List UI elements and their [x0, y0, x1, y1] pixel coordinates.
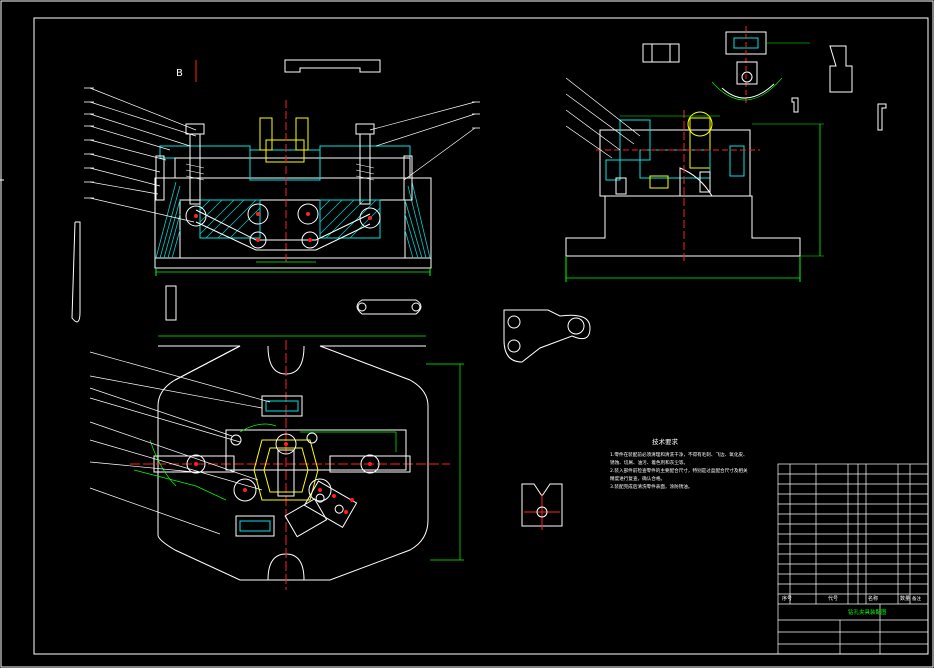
front-view: B	[71, 59, 480, 323]
top-view	[89, 335, 464, 590]
drawing-title: 钻孔夹具装配图	[848, 608, 887, 616]
tech-req-line-2: 锈蚀、切屑、油污、着色剂和灰尘等。	[610, 459, 688, 466]
col-label-2: 名称	[868, 595, 878, 602]
col-label-1: 代号	[828, 595, 838, 602]
tech-req-title: 技术要求	[652, 437, 679, 446]
tech-req-line-4: 精度进行复查，确认合格。	[610, 475, 665, 482]
view-label-b: B	[176, 68, 183, 79]
technical-requirements: 技术要求 1.零件在装配前必须清理和清洗干净，不得有毛刺、飞边、氧化皮、 锈蚀、…	[610, 437, 748, 490]
title-block	[777, 463, 929, 655]
col-label-4: 备注	[912, 595, 921, 602]
inner-frame	[33, 17, 929, 655]
tech-req-line-3: 2.装入部件前检查零件的主要配合尺寸，特别是过盈配合尺寸及相关	[610, 467, 748, 474]
tech-req-line-5: 3.装配完成后清洗零件表面，涂防锈油。	[610, 483, 692, 490]
detail-parts-top	[642, 26, 887, 131]
tech-req-line-1: 1.零件在装配前必须清理和清洗干净，不得有毛刺、飞边、氧化皮、	[610, 451, 748, 458]
col-label-3: 数量	[900, 595, 910, 602]
link-piece	[356, 299, 422, 315]
side-view	[565, 77, 824, 282]
title-block-text: 序号 代号 名称 数量 备注 钻孔夹具装配图	[782, 595, 921, 616]
col-label-0: 序号	[782, 595, 792, 602]
detail-parts-mid	[503, 309, 591, 530]
